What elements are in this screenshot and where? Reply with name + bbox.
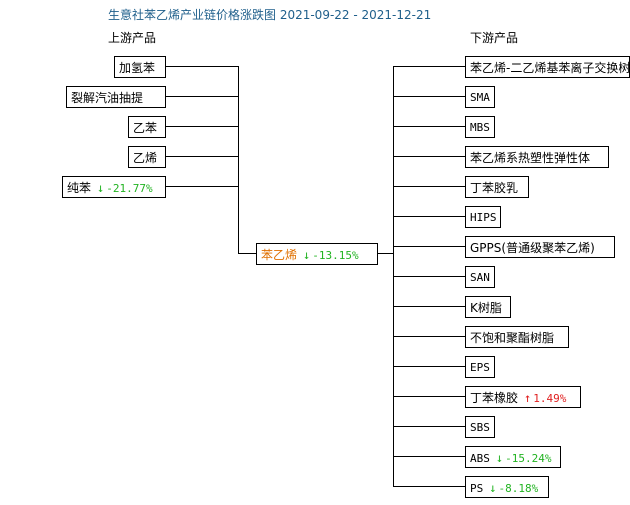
node-label: GPPS(普通级聚苯乙烯) <box>470 241 595 255</box>
down-arrow-icon: ↓ <box>303 248 311 262</box>
node-label: SMA <box>470 91 490 104</box>
connector-up-to-center <box>238 253 256 254</box>
price-change: 1.49% <box>533 392 567 405</box>
connector-up-vertical <box>238 66 239 254</box>
connector-down-12 <box>393 426 465 427</box>
node-label: K树脂 <box>470 301 502 315</box>
node-label: PS <box>470 482 484 495</box>
node-label: EPS <box>470 361 490 374</box>
downstream-node-abs[interactable]: ABS ↓-15.24% <box>465 446 561 468</box>
upstream-node-ethylbenzene[interactable]: 乙苯 <box>128 116 166 138</box>
downstream-node-tpe[interactable]: 苯乙烯系热塑性弹性体 <box>465 146 609 168</box>
connector-down-1 <box>393 96 465 97</box>
downstream-node-ps[interactable]: PS ↓-8.18% <box>465 476 549 498</box>
down-arrow-icon: ↓ <box>97 181 105 195</box>
connector-down-0 <box>393 66 465 67</box>
connector-up-0 <box>166 66 238 67</box>
node-label: MBS <box>470 121 490 134</box>
connector-down-14 <box>393 486 465 487</box>
price-change: -13.15% <box>312 249 359 262</box>
connector-down-8 <box>393 306 465 307</box>
node-label: SBS <box>470 421 490 434</box>
chart-title: 生意社苯乙烯产业链价格涨跌图 2021-09-22 - 2021-12-21 <box>108 8 432 22</box>
node-label: 丁苯胶乳 <box>470 181 519 195</box>
upstream-node-pyrolysis-gasoline[interactable]: 裂解汽油抽提 <box>66 86 166 108</box>
downstream-node-k-resin[interactable]: K树脂 <box>465 296 511 318</box>
connector-down-11 <box>393 396 465 397</box>
connector-down-3 <box>393 156 465 157</box>
node-label: 不饱和聚酯树脂 <box>470 331 555 345</box>
price-change: -15.24% <box>505 452 552 465</box>
downstream-node-sbr[interactable]: 丁苯橡胶 ↑1.49% <box>465 386 581 408</box>
downstream-node-san[interactable]: SAN <box>465 266 495 288</box>
downstream-node-sma[interactable]: SMA <box>465 86 495 108</box>
downstream-node-gpps[interactable]: GPPS(普通级聚苯乙烯) <box>465 236 615 258</box>
connector-down-6 <box>393 246 465 247</box>
node-label: 苯乙烯-二乙烯基苯离子交换树脂 <box>470 61 630 75</box>
downstream-node-mbs[interactable]: MBS <box>465 116 495 138</box>
node-label: 乙苯 <box>133 121 158 135</box>
connector-down-10 <box>393 366 465 367</box>
downstream-label: 下游产品 <box>470 31 519 45</box>
upstream-node-hydrobenzene[interactable]: 加氢苯 <box>114 56 166 78</box>
connector-up-1 <box>166 96 238 97</box>
connector-down-9 <box>393 336 465 337</box>
up-arrow-icon: ↑ <box>524 391 532 405</box>
connector-down-13 <box>393 456 465 457</box>
connector-down-2 <box>393 126 465 127</box>
connector-down-7 <box>393 276 465 277</box>
down-arrow-icon: ↓ <box>495 451 504 465</box>
center-node-styrene[interactable]: 苯乙烯 ↓-13.15% <box>256 243 378 265</box>
node-label: 纯苯 <box>67 181 92 195</box>
downstream-node-sbs[interactable]: SBS <box>465 416 495 438</box>
downstream-node-sb-latex[interactable]: 丁苯胶乳 <box>465 176 529 198</box>
downstream-node-ion-exchange-resin[interactable]: 苯乙烯-二乙烯基苯离子交换树脂 <box>465 56 630 78</box>
node-label: 苯乙烯 <box>261 248 298 262</box>
price-change: -8.18% <box>498 482 539 495</box>
downstream-node-unsaturated-polyester[interactable]: 不饱和聚酯树脂 <box>465 326 569 348</box>
downstream-node-hips[interactable]: HIPS <box>465 206 501 228</box>
node-label: 苯乙烯系热塑性弹性体 <box>470 151 591 165</box>
upstream-node-pure-benzene[interactable]: 纯苯 ↓-21.77% <box>62 176 166 198</box>
upstream-label: 上游产品 <box>108 31 157 45</box>
node-label: HIPS <box>470 211 497 224</box>
downstream-node-eps[interactable]: EPS <box>465 356 495 378</box>
node-label: SAN <box>470 271 490 284</box>
connector-up-3 <box>166 156 238 157</box>
node-label: 丁苯橡胶 <box>470 391 519 405</box>
connector-down-4 <box>393 186 465 187</box>
down-arrow-icon: ↓ <box>489 481 497 495</box>
node-label: 裂解汽油抽提 <box>71 91 144 105</box>
connector-center-to-down <box>378 253 393 254</box>
price-change: -21.77% <box>106 182 153 195</box>
node-label: ABS <box>470 452 490 465</box>
connector-up-2 <box>166 126 238 127</box>
connector-down-5 <box>393 216 465 217</box>
connector-up-4 <box>166 186 238 187</box>
upstream-node-ethylene[interactable]: 乙烯 <box>128 146 166 168</box>
node-label: 乙烯 <box>133 151 158 165</box>
node-label: 加氢苯 <box>119 61 156 75</box>
